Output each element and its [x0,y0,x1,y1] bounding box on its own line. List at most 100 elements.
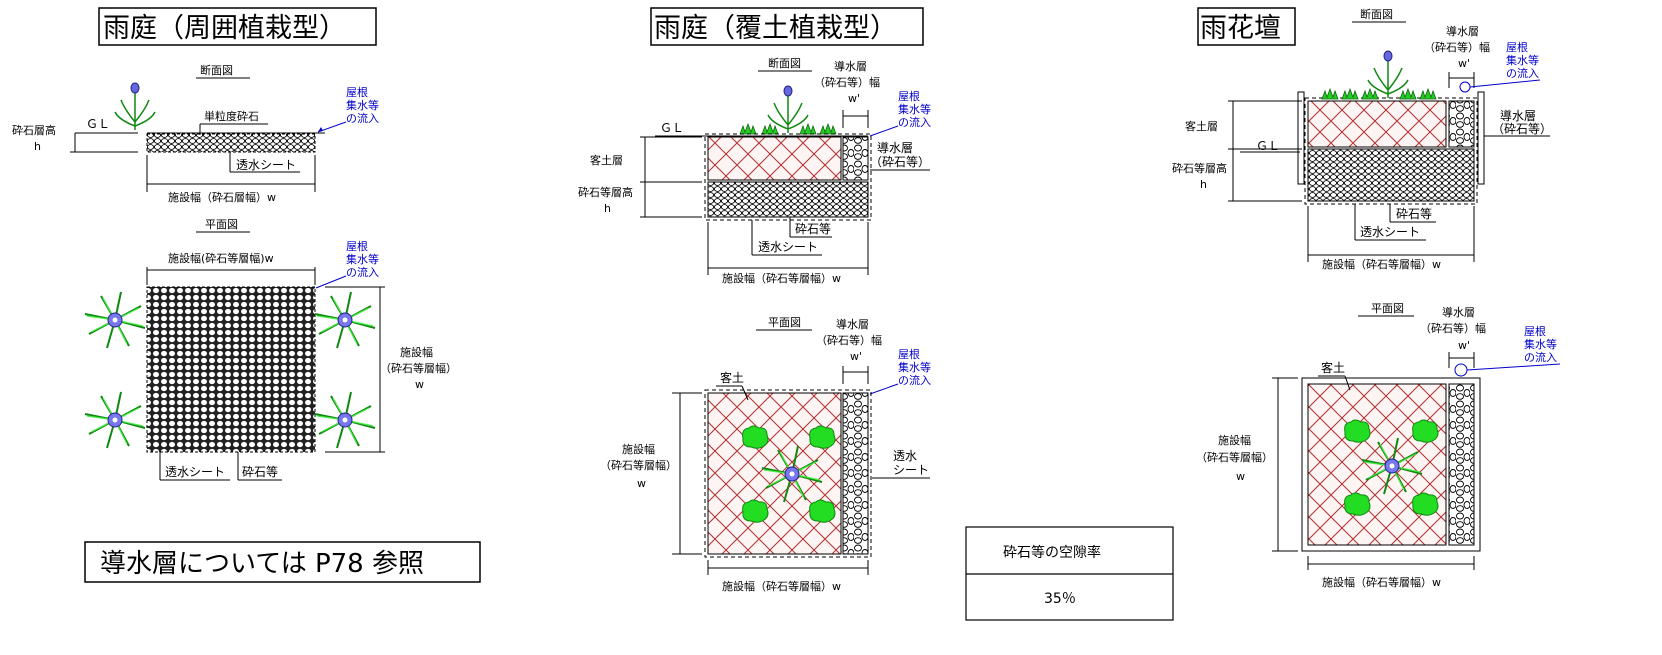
panel-rain-flower-bed: 雨花壇 断面図 導水層 （砕石等）幅 w' 屋根 集水等 の流入 客土層 ＧＬ … [1172,7,1561,589]
panel-a-note-box [84,541,481,583]
panel-c-inflow-2: 集水等 [1506,53,1539,67]
panel-b-title-box [650,7,924,46]
panel-b-w-prime-plan: w' [850,350,862,363]
panel-b-soil-layer [707,136,842,181]
panel-c-plan-guide-layer [1448,383,1475,546]
panel-c-title-box [1197,7,1296,46]
panel-c-guide-side-2: （砕石等） [1492,121,1552,136]
panel-c-gravel-layer [1307,148,1475,202]
panel-a-section-heading: 断面図 [200,63,233,77]
panel-a-plan-heading: 平面図 [205,218,238,231]
porosity-table: 砕石等の空隙率 35％ [965,526,1174,621]
panel-c-plan-soil [1307,383,1447,546]
panel-a-note: 導水層については P78 参照 [100,549,424,579]
panel-a-title-box [98,7,377,46]
panel-b-w: w [637,477,646,490]
panel-a-width-section: 施設幅（砕石層幅）w [168,190,276,204]
panel-c-guide-layer [1448,100,1475,148]
panel-a-star-plant-4 [314,391,376,449]
panel-c-guide-plan-1: 導水層 [1442,305,1475,319]
panel-c-width-plan: 施設幅（砕石等層幅）w [1322,575,1441,589]
panel-b-gravel-layer [707,181,869,218]
panel-c-inflow-plan-1: 屋根 [1524,324,1546,338]
panel-b-width-plan: 施設幅（砕石等層幅）w [722,579,841,593]
panel-b-guide-side-2: （砕石等） [870,154,930,169]
panel-b-gl: ＧＬ [660,121,684,135]
panel-a-plan-gravel [146,286,316,453]
panel-a-h: h [34,140,41,153]
panel-a-w: w [415,378,424,391]
panel-b-guide-layer-2: （砕石等）幅 [814,75,880,89]
panel-b-gravel-etc: 砕石等 [795,221,831,236]
panel-b-width-side-2: （砕石等層幅） [600,458,677,472]
panel-c-soil-layer [1307,100,1447,148]
panel-a-sheet-plan: 透水シート [165,465,225,479]
panel-c-guide-side-1: 導水層 [1500,109,1536,123]
panel-c-sheet: 透水シート [1360,225,1420,239]
panel-c-inflow-1: 屋根 [1506,40,1528,54]
panel-c-h: h [1200,178,1207,191]
panel-b-plan-heading: 平面図 [768,316,801,329]
panel-a-gl: ＧＬ [86,117,110,131]
panel-b-guide-layer [842,136,869,181]
panel-b-width-side-1: 施設幅 [622,442,655,456]
panel-b-inflow-plan-3: の流入 [898,373,931,387]
panel-c-guide-layer-2: （砕石等）幅 [1424,40,1490,54]
panel-a-single-gravel: 単粒度砕石 [204,109,259,123]
panel-b-gravel-height: 砕石等層高 [578,185,633,199]
panel-a-inflow-1: 屋根 [346,85,368,99]
panel-b-sheet-plan-2: シート [893,463,929,477]
panel-c-gl: ＧＬ [1256,139,1280,153]
panel-a-inflow-plan-1: 屋根 [346,239,368,253]
panel-a-inflow-3: の流入 [346,111,379,125]
panel-b-inflow-2: 集水等 [898,102,931,116]
panel-b-inflow-1: 屋根 [898,89,920,103]
panel-a-inflow-plan-3: の流入 [346,265,379,279]
panel-a-sheet: 透水シート [236,158,296,172]
panel-c-inflow-3: の流入 [1506,66,1539,80]
porosity-header: 砕石等の空隙率 [1003,544,1101,561]
panel-b-plant-icon [767,85,809,134]
panel-c-plant-icon [1367,50,1409,99]
panel-c-section-heading: 断面図 [1360,7,1393,21]
panel-b-guide-plan-1: 導水層 [836,317,869,331]
panel-c-plan-heading: 平面図 [1371,302,1404,315]
panel-surrounding-planting: 雨庭（周囲植栽型） 断面図 ＧＬ 砕石層高 h 単粒度砕石 屋根 集水等 の流入… [12,7,481,583]
panel-c-inflow-plan-3: の流入 [1524,350,1557,364]
panel-a-plant-icon [114,82,156,131]
panel-c-w-prime-plan: w' [1458,339,1470,352]
panel-c-w: w [1236,470,1245,483]
panel-c-width-side-2: （砕石等層幅） [1196,450,1273,464]
panel-a-star-plant-2 [314,291,376,349]
panel-b-inflow-plan-2: 集水等 [898,360,931,374]
panel-c-width-section: 施設幅（砕石等層幅）w [1322,257,1441,271]
panel-b-guide-side-1: 導水層 [877,141,913,155]
panel-b-width-section: 施設幅（砕石等層幅）w [722,271,841,285]
panel-b-section-heading: 断面図 [768,56,801,70]
panel-a-inflow-2: 集水等 [346,98,379,112]
panel-c-inflow-plan-2: 集水等 [1524,337,1557,351]
panel-a-title: 雨庭（周囲植栽型） [103,13,346,44]
panel-a-star-plant-1 [84,291,146,349]
panel-c-soil: 客土 [1321,360,1345,375]
panel-c-guide-layer-1: 導水層 [1446,24,1479,38]
panel-b-soil-layer-label: 客土層 [590,153,623,167]
panel-a-gravel-etc: 砕石等 [242,464,278,479]
panel-a-width-side-2: （砕石等層幅） [380,361,457,375]
panel-a-inflow-plan-2: 集水等 [346,252,379,266]
panel-c-soil-layer-label: 客土層 [1185,119,1218,133]
panel-b-inflow-plan-1: 屋根 [898,347,920,361]
panel-b-h: h [604,202,611,215]
panel-b-plan-guide-layer [842,392,869,555]
panel-a-width-plan-top: 施設幅(砕石等層幅)w [168,251,274,265]
panel-c-gravel-height: 砕石等層高 [1172,161,1227,175]
panel-a-gravel-layer [146,133,316,153]
panel-a-width-side-1: 施設幅 [400,345,433,359]
panel-c-w-prime: w' [1458,57,1470,70]
panel-b-w-prime: w' [848,92,860,105]
panel-c-width-side-1: 施設幅 [1218,433,1251,447]
panel-c-title: 雨花壇 [1200,13,1281,44]
panel-b-soil: 客土 [720,370,744,385]
panel-b-title: 雨庭（覆土植栽型） [654,13,897,44]
